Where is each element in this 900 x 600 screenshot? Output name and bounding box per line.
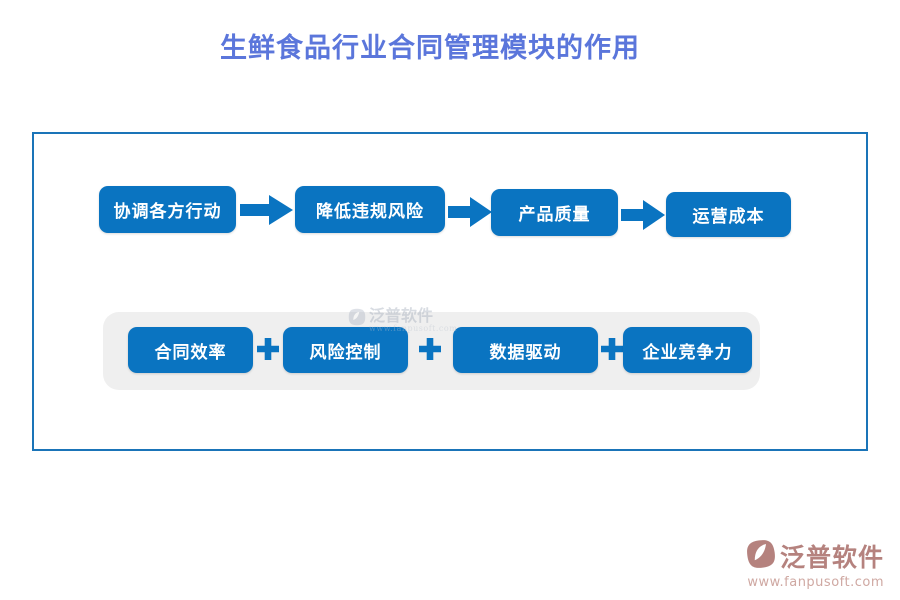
benefit-box-label: 数据驱动	[489, 342, 562, 363]
flow-box-label: 产品质量	[518, 205, 591, 225]
benefit-box-contract-efficiency: 合同效率	[128, 327, 253, 373]
arrow-right-icon	[240, 195, 293, 225]
benefit-box-label: 企业竞争力	[642, 342, 733, 363]
flow-box-label: 降低违规风险	[316, 202, 424, 222]
footer-brand-url: www.fanpusoft.com	[747, 575, 884, 590]
flow-box-label: 协调各方行动	[113, 202, 222, 222]
flow-box-operating-cost: 运营成本	[666, 192, 791, 237]
benefit-box-risk-control: 风险控制	[283, 327, 408, 373]
arrow-right-icon	[448, 197, 492, 227]
footer-brand-name: 泛普软件	[779, 543, 884, 572]
plus-icon	[257, 338, 279, 360]
arrow-right-icon	[621, 200, 665, 230]
diagram-frame: 协调各方行动 降低违规风险 产品质量 运营成本	[32, 132, 868, 451]
flow-box-coordinate-actions: 协调各方行动	[99, 186, 236, 233]
flow-box-label: 运营成本	[692, 207, 765, 227]
flow-box-reduce-violation-risk: 降低违规风险	[295, 186, 445, 233]
plus-icon	[419, 338, 441, 360]
page-title: 生鲜食品行业合同管理模块的作用	[220, 33, 640, 64]
footer-logo: 泛普软件 www.fanpusoft.com	[746, 538, 884, 590]
footer-logo-icon	[746, 539, 776, 573]
benefit-box-label: 风险控制	[309, 342, 382, 363]
benefit-box-data-driven: 数据驱动	[453, 327, 598, 373]
plus-icon	[601, 338, 623, 360]
flow-box-product-quality: 产品质量	[491, 189, 618, 236]
benefit-box-label: 合同效率	[154, 342, 227, 363]
benefit-box-enterprise-competitiveness: 企业竞争力	[623, 327, 752, 373]
